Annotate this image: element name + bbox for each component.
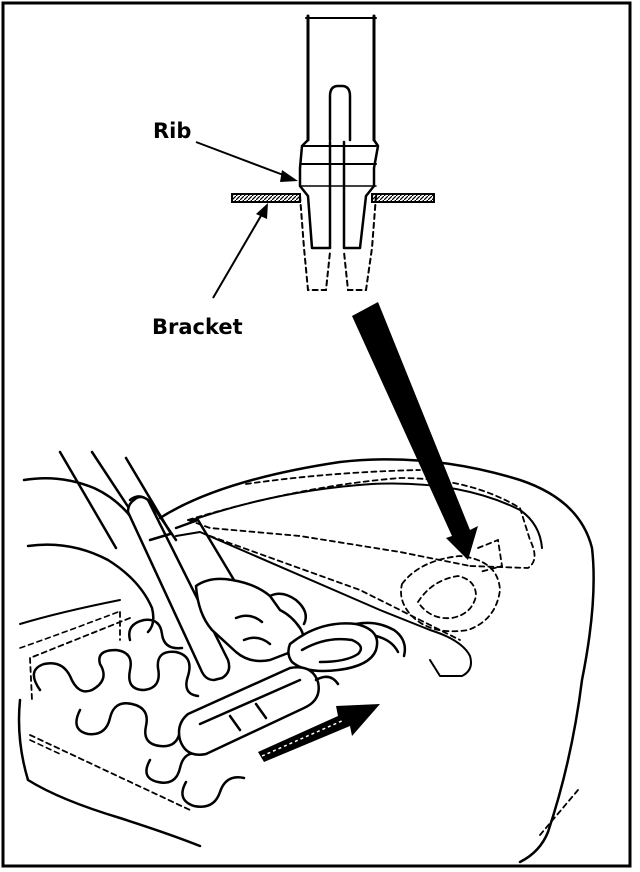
rib-leader-arrow	[195, 141, 298, 182]
detail-pointer-arrow	[352, 302, 478, 560]
right-hand	[194, 577, 307, 663]
clip-detail: Rib Bracket	[152, 14, 478, 560]
bracket-leader-arrow	[212, 203, 268, 299]
seat-stitching	[19, 611, 119, 755]
seat-illustration	[17, 450, 595, 864]
clip-tool-loop	[287, 621, 407, 673]
bracket-plate	[231, 193, 301, 203]
trim-panel-dashed	[29, 469, 579, 836]
rib-label: Rib	[153, 119, 191, 143]
seat-outline	[17, 458, 595, 864]
tool-grip	[177, 666, 340, 756]
clip-hidden-portion	[299, 195, 377, 291]
pull-direction-arrow	[258, 704, 380, 762]
clip	[298, 14, 380, 250]
seat-frame-wire	[175, 531, 472, 677]
bracket-plate-right	[371, 193, 435, 203]
bracket-label: Bracket	[152, 315, 243, 339]
